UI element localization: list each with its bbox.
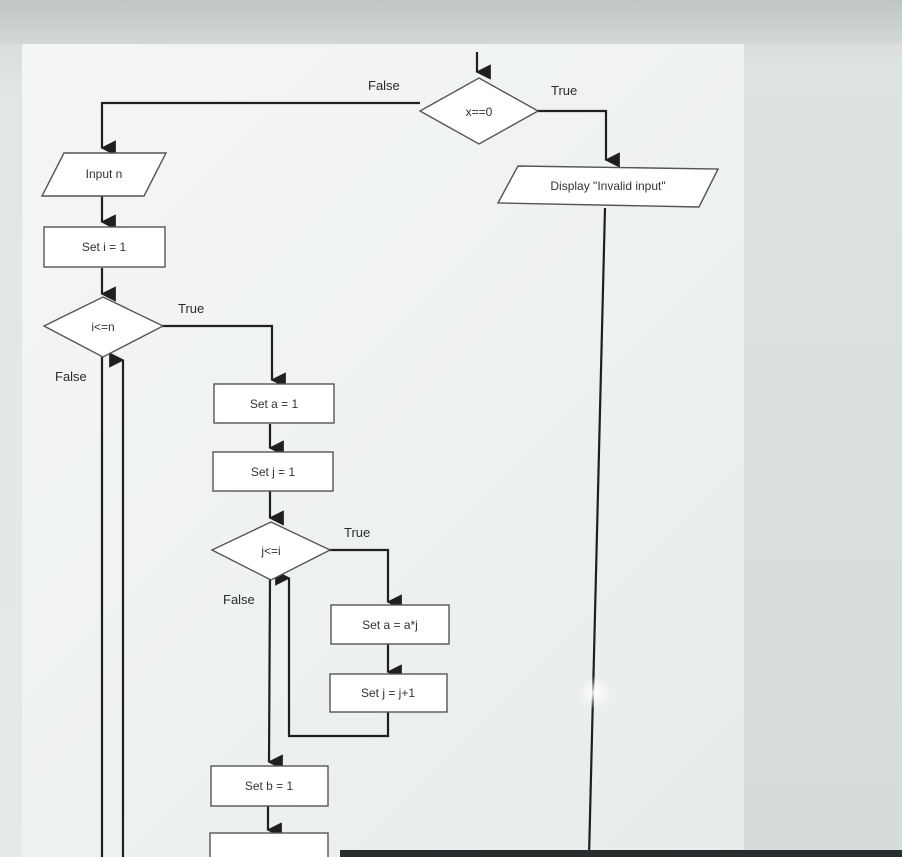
- set-b-text: Set b = 1: [245, 779, 294, 793]
- set-j-increment-text: Set j = j+1: [361, 686, 415, 700]
- set-j-one-text: Set j = 1: [251, 465, 296, 479]
- set-i-text: Set i = 1: [82, 240, 127, 254]
- edge-x-false: [100, 101, 420, 156]
- label-i-true: True: [178, 301, 204, 316]
- decision-j-text: j<=i: [260, 544, 280, 558]
- edge-j-loop-back: [275, 570, 390, 738]
- label-j-true: True: [344, 525, 370, 540]
- edge-j-true: [328, 548, 402, 610]
- label-i-false: False: [55, 369, 87, 384]
- set-j-one-box: [212, 451, 334, 492]
- set-a-times-j-text: Set a = a*j: [362, 618, 418, 632]
- monitor-bezel-bottom: [340, 850, 902, 857]
- set-i-box: [43, 226, 166, 268]
- label-j-false: False: [223, 592, 255, 607]
- edge-i-true: [162, 324, 286, 388]
- input-n-text: Input n: [86, 167, 123, 181]
- display-invalid-shape: [496, 165, 720, 208]
- decision-i-le-n: [42, 296, 165, 358]
- set-a-one-text: Set a = 1: [250, 397, 299, 411]
- decision-x-text: x==0: [466, 105, 493, 119]
- monitor-side-panel: [744, 60, 902, 857]
- screen-glare: [578, 676, 612, 710]
- label-x-true: True: [551, 83, 577, 98]
- edge-j-false: [267, 577, 283, 770]
- label-x-false: False: [368, 78, 400, 93]
- decision-i-text: i<=n: [91, 320, 114, 334]
- set-a-times-j-box: [330, 604, 450, 645]
- display-invalid-text: Display "Invalid input": [550, 179, 665, 193]
- edge-x-true: [536, 109, 620, 168]
- decision-j-le-i: [210, 521, 332, 581]
- decision-x-equals-zero: [418, 77, 540, 145]
- next-box-partial: [209, 832, 329, 857]
- set-a-one-box: [213, 383, 335, 424]
- input-n-shape: [40, 152, 168, 197]
- photo-top-edge: [0, 0, 902, 44]
- set-j-increment-box: [329, 673, 448, 713]
- edge-invalid-down: [587, 207, 607, 857]
- set-b-box: [210, 765, 329, 807]
